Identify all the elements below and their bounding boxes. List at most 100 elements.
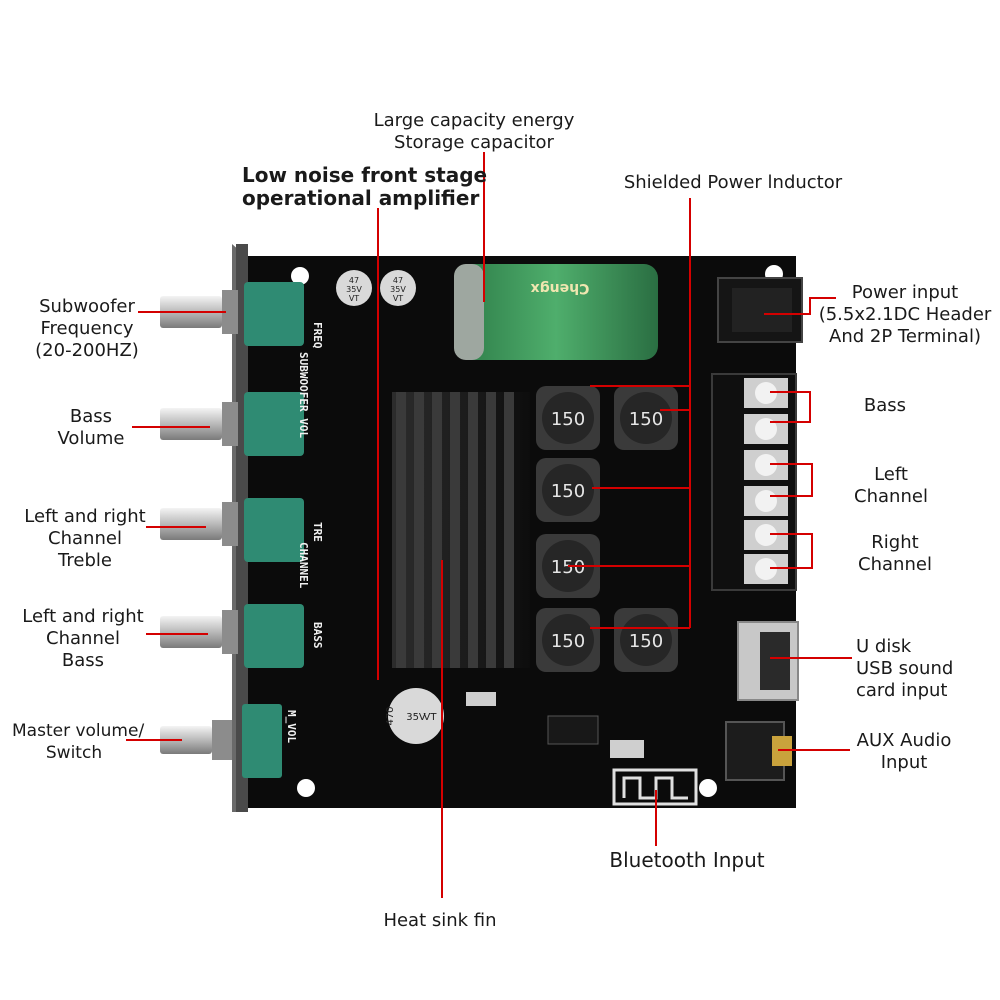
opamp-label-line: operational amplifier: [242, 186, 480, 210]
capacitor-label-line: Large capacity energy: [373, 110, 575, 131]
heat-sink: [392, 392, 530, 668]
bluetooth-label-line: Bluetooth Input: [609, 848, 765, 872]
potentiometer-subwoofer-vol: [160, 392, 304, 456]
aux-label-line: AUX Audio: [856, 730, 952, 751]
opamp-label-line: Low noise front stage: [242, 163, 488, 187]
subwoofer-label-line: Frequency: [40, 318, 134, 339]
treble-label: Left and right Channel Treble: [18, 506, 152, 572]
lr-bass-label-line: Left and right: [22, 606, 144, 627]
inductor-value: 150: [551, 557, 585, 578]
usb-port: [737, 621, 799, 701]
small-cap-text-0: 47: [349, 276, 359, 285]
master-label: Master volume/ Switch: [12, 720, 145, 764]
silk-subwoofer-vol: SUBWOOFER VOL: [297, 352, 310, 438]
terminal-block: [711, 373, 797, 591]
subwoofer-label: Subwoofer Frequency (20-200HZ): [24, 296, 150, 362]
usb-label-line: U disk: [856, 636, 912, 657]
master-label-line: Switch: [45, 743, 103, 763]
left-channel-label-line: Channel: [854, 486, 928, 507]
master-label-line: Master volume/: [12, 721, 145, 741]
opamp-label: Low noise front stage operational amplif…: [242, 163, 488, 210]
inductor-value: 150: [629, 409, 663, 430]
pointer-lines: [126, 152, 852, 898]
left-channel-label-line: Left: [874, 464, 908, 485]
power-label-line: (5.5x2.1DC Header: [818, 304, 992, 325]
inductor: 150: [536, 458, 600, 522]
mount-hole: [699, 779, 717, 797]
power-jack-opening: [732, 288, 792, 332]
terminal-bass-label-line: Bass: [863, 395, 907, 416]
aux-label-line: Input: [880, 752, 928, 773]
lr-bass-label-line: Bass: [61, 650, 105, 671]
capacitor-label-line: Storage capacitor: [394, 132, 554, 153]
potentiometer-treble: [160, 498, 304, 562]
pointer-left-channel: [770, 463, 813, 497]
capacitor-label: Large capacity energy Storage capacitor: [368, 110, 580, 154]
inductor-value: 150: [551, 409, 585, 430]
big-cap-text-1: 35V: [406, 712, 426, 723]
power-label: Power input (5.5x2.1DC Header And 2P Ter…: [818, 282, 992, 348]
chip: [466, 692, 496, 706]
small-cap-text-2: VT: [393, 294, 403, 303]
bass-volume-label-line: Volume: [57, 428, 125, 449]
subwoofer-label-line: (20-200HZ): [35, 340, 139, 361]
heatsink-label-line: Heat sink fin: [383, 910, 497, 931]
terminal-bass-label: Bass: [854, 395, 916, 417]
pointer-terminal-bass: [770, 391, 811, 423]
potentiometer-freq: [160, 282, 304, 346]
mount-hole: [297, 779, 315, 797]
inductor: 150: [614, 386, 678, 450]
side-panel-face: [236, 244, 248, 812]
potentiometer-bass: [160, 604, 304, 668]
inductor-value: 150: [629, 631, 663, 652]
bluetooth-label: Bluetooth Input: [594, 849, 780, 871]
aux-label: AUX Audio Input: [846, 730, 962, 774]
lr-bass-label: Left and right Channel Bass: [16, 606, 150, 672]
lr-bass-label-line: Channel: [46, 628, 120, 649]
small-cap-text-2: VT: [349, 294, 359, 303]
small-capacitor: 47 35V VT: [380, 270, 416, 306]
pointer-power: [764, 297, 836, 315]
pointer-right-channel: [770, 533, 813, 569]
inductor: 150: [614, 608, 678, 672]
usb-label-line: card input: [856, 680, 948, 701]
big-cap-text-2: VT: [424, 712, 438, 723]
inductor-value: 150: [551, 481, 585, 502]
silk-freq: FREQ: [311, 322, 324, 349]
heatsink-label: Heat sink fin: [370, 910, 510, 932]
potentiometer-master: [160, 704, 282, 778]
inductor-value: 150: [551, 631, 585, 652]
mount-hole: [291, 267, 309, 285]
small-cap-text-1: 35V: [390, 285, 406, 294]
left-channel-label: Left Channel: [848, 464, 934, 508]
inductor-title: Shielded Power lnductor: [616, 172, 850, 194]
bass-volume-label: Bass Volume: [46, 406, 136, 450]
chip: [547, 715, 599, 745]
silk-channel: CHANNEL: [297, 542, 310, 589]
small-capacitor: 47 35V VT: [336, 270, 372, 306]
treble-label-line: Channel: [48, 528, 122, 549]
bass-volume-label-line: Bass: [69, 406, 113, 427]
right-channel-label: Right Channel: [852, 532, 938, 576]
inductor-title-line: Shielded Power lnductor: [623, 172, 843, 193]
inductor: 150: [536, 608, 600, 672]
treble-label-line: Treble: [58, 550, 112, 571]
inductor: 150: [536, 386, 600, 450]
big-capacitor: 470 35V VT: [385, 688, 444, 744]
chip: [610, 740, 644, 758]
usb-label-line: USB sound: [856, 658, 954, 679]
main-cap-brand: Chengx: [531, 280, 590, 296]
subwoofer-label-line: Subwoofer: [39, 296, 135, 317]
main-capacitor: Chengx: [454, 264, 658, 360]
usb-label: U disk USB sound card input: [856, 636, 966, 702]
right-channel-label-line: Channel: [858, 554, 932, 575]
small-cap-text-1: 35V: [346, 285, 362, 294]
small-cap-text-0: 47: [393, 276, 403, 285]
silk-bass: BASS: [311, 622, 324, 649]
silk-mvol: M_VOL: [285, 710, 298, 743]
treble-label-line: Left and right: [24, 506, 146, 527]
right-channel-label-line: Right: [871, 532, 919, 553]
power-label-line: Power input: [851, 282, 959, 303]
power-label-line: And 2P Terminal): [829, 326, 981, 347]
